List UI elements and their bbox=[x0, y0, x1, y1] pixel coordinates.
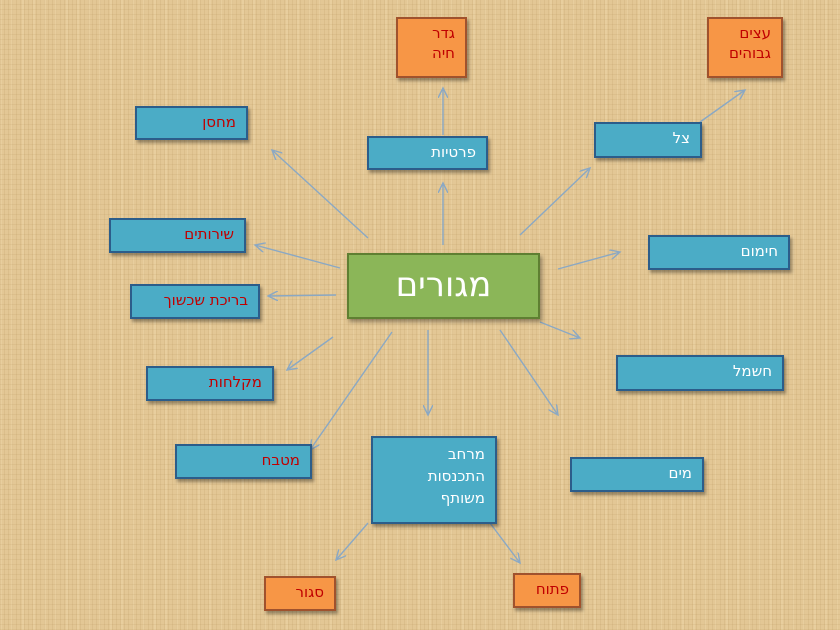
node-animal-fence: גדר חיה bbox=[396, 17, 467, 78]
arrow-to-showers bbox=[287, 336, 334, 370]
node-toilets: שירותים bbox=[109, 218, 246, 253]
node-gathering-space: מרחב התכנסות משותף bbox=[371, 436, 497, 524]
arrow-to-electricity bbox=[539, 321, 580, 338]
node-wading-pool: בריכת שכשוך bbox=[130, 284, 260, 319]
node-showers: מקלחות bbox=[146, 366, 274, 401]
center-node-housing: מגורים bbox=[347, 253, 540, 319]
node-water: מים bbox=[570, 457, 704, 492]
node-tall-trees: עצים גבוהים bbox=[707, 17, 783, 78]
arrow-to-kitchen bbox=[310, 331, 393, 450]
node-kitchen: מטבח bbox=[175, 444, 312, 479]
node-electricity: חשמל bbox=[616, 355, 784, 391]
node-privacy: פרטיות bbox=[367, 136, 488, 170]
arrow-to-storage bbox=[272, 150, 369, 239]
arrow-shade-to-trees bbox=[699, 90, 745, 123]
arrow-to-shade bbox=[519, 168, 590, 236]
arrow-to-toilets bbox=[255, 245, 341, 269]
center-node-label: מגורים bbox=[395, 265, 492, 305]
arrow-to-closed bbox=[336, 522, 369, 560]
node-heating: חימום bbox=[648, 235, 790, 270]
arrow-to-pool bbox=[268, 295, 337, 296]
node-closed: סגור bbox=[264, 576, 336, 611]
arrow-to-open bbox=[489, 522, 520, 563]
arrow-to-water bbox=[499, 329, 558, 415]
node-open: פתוח bbox=[513, 573, 581, 608]
arrow-to-heating bbox=[557, 252, 620, 270]
node-shade: צל bbox=[594, 122, 702, 158]
node-storage: מחסן bbox=[135, 106, 248, 140]
